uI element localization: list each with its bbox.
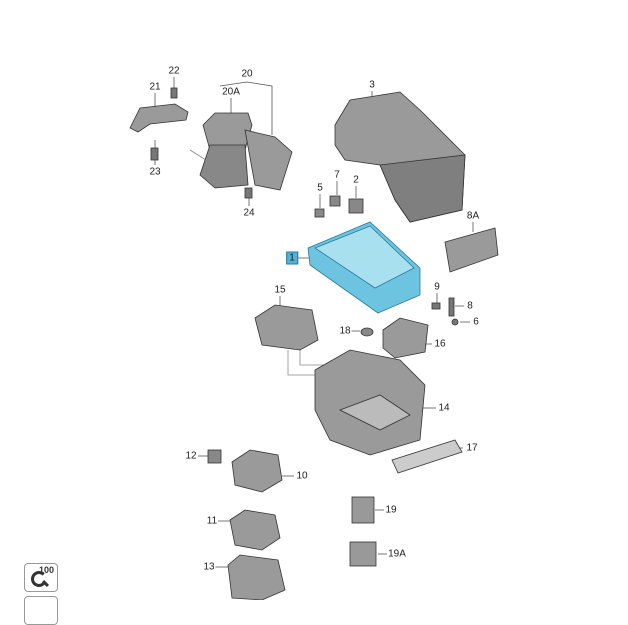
part-label-16[interactable]: 16 [433, 338, 447, 350]
part-label-13[interactable]: 13 [202, 561, 216, 573]
part-label-5[interactable]: 5 [316, 182, 324, 194]
part-label-17[interactable]: 17 [465, 442, 479, 454]
part-label-14[interactable]: 14 [437, 402, 451, 414]
magnifier-handle-icon [41, 579, 50, 588]
part-label-18[interactable]: 18 [338, 325, 352, 337]
part-label-9[interactable]: 9 [433, 281, 441, 293]
part-label-21[interactable]: 21 [148, 81, 162, 93]
part-label-10[interactable]: 10 [295, 470, 309, 482]
part-label-20A[interactable]: 20A [221, 86, 241, 98]
part-label-12[interactable]: 12 [184, 450, 198, 462]
part-label-8[interactable]: 8 [466, 300, 474, 312]
part-label-19A[interactable]: 19A [387, 548, 407, 560]
toolbar-button[interactable] [24, 596, 58, 625]
part-label-15[interactable]: 15 [273, 284, 287, 296]
exploded-parts-diagram [129, 77, 499, 600]
part-label-2[interactable]: 2 [352, 174, 360, 186]
zoom-100-button[interactable]: 100 [24, 563, 58, 592]
zoom-magnifier-icon [31, 571, 47, 587]
part-label-3[interactable]: 3 [368, 79, 376, 91]
part-label-1-highlighted[interactable]: 1 [286, 251, 298, 265]
part-label-23[interactable]: 23 [148, 166, 162, 178]
part-label-22[interactable]: 22 [167, 65, 181, 77]
part-label-7[interactable]: 7 [333, 169, 341, 181]
part-label-20[interactable]: 20 [240, 68, 254, 80]
part-label-11[interactable]: 11 [205, 515, 219, 527]
part-label-8A[interactable]: 8A [465, 210, 481, 222]
part-label-24[interactable]: 24 [242, 207, 256, 219]
zoom-level: 100 [39, 565, 55, 575]
part-label-19[interactable]: 19 [384, 504, 398, 516]
part-label-6[interactable]: 6 [472, 316, 480, 328]
